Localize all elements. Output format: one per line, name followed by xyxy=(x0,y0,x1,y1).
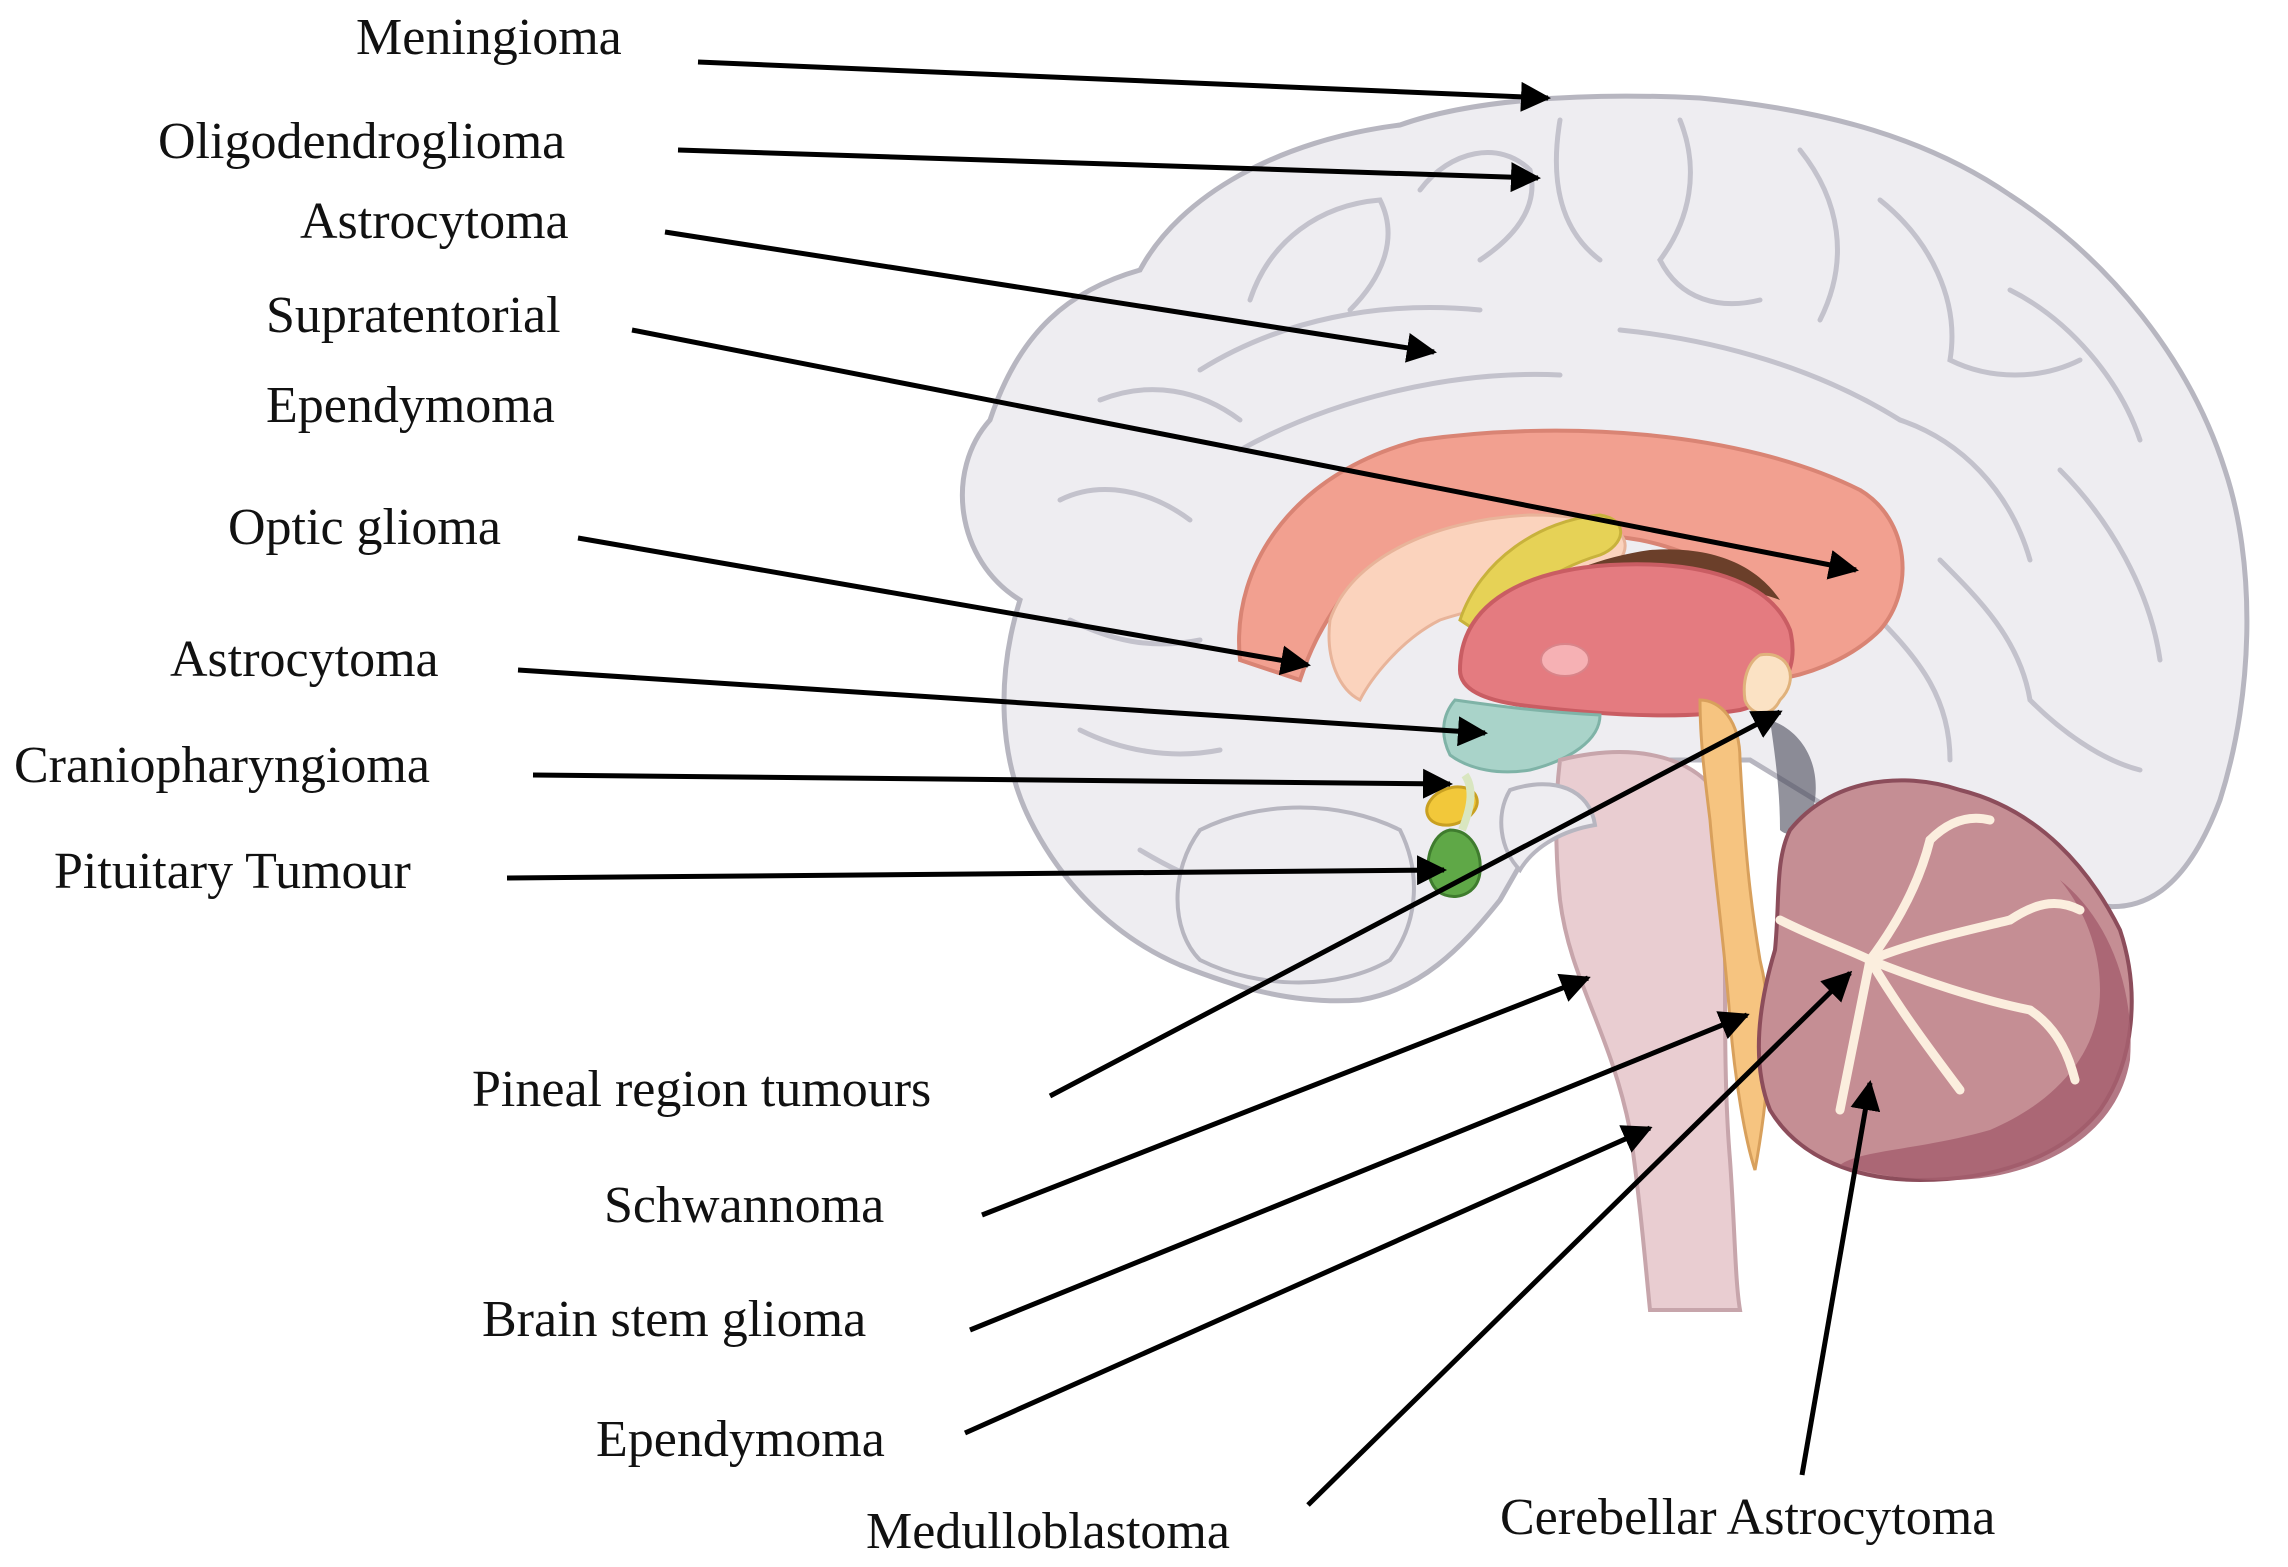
aqueduct xyxy=(1770,720,1816,834)
temporal-lobe xyxy=(1175,805,1416,985)
arrow-ependymoma xyxy=(963,1125,1653,1436)
pituitary-stalk xyxy=(1458,772,1475,832)
arrow-pineal-region-tumours xyxy=(1048,709,1783,1099)
fourth-ventricle xyxy=(1698,698,1771,1171)
label-ependymoma-supra: Ependymoma xyxy=(266,377,555,434)
label-astrocytoma-hypothalamic: Astrocytoma xyxy=(170,631,439,688)
label-ependymoma: Ependymoma xyxy=(596,1411,885,1468)
pituitary-gland xyxy=(1426,828,1482,898)
label-schwannoma: Schwannoma xyxy=(604,1177,885,1234)
label-oligodendroglioma: Oligodendroglioma xyxy=(158,113,566,170)
arrow-cerebellar-astrocytoma xyxy=(1799,1080,1881,1476)
arrow-optic-glioma xyxy=(577,535,1311,676)
arrow-supratentorial-ependymoma xyxy=(631,327,1859,580)
label-pituitary-tumour: Pituitary Tumour xyxy=(54,843,411,900)
arrow-meningioma xyxy=(697,59,1551,112)
label-brain-stem-glioma: Brain stem glioma xyxy=(482,1291,867,1348)
brain-illustration xyxy=(960,93,2250,1312)
cerebellum-outer-folia xyxy=(1840,880,2131,1181)
arrow-astrocytoma-cerebral xyxy=(664,229,1437,363)
arrows xyxy=(506,59,1881,1507)
label-cerebellar-astrocytoma: Cerebellar Astrocytoma xyxy=(1500,1489,1996,1546)
thalamus xyxy=(1457,562,1795,718)
arrow-pituitary-tumour xyxy=(506,855,1447,886)
sulci xyxy=(1057,117,2163,903)
arrow-schwannoma xyxy=(981,973,1591,1218)
arrow-craniopharyngioma xyxy=(532,768,1453,799)
label-astrocytoma-cerebral: Astrocytoma xyxy=(300,193,569,250)
thalamus-highlight xyxy=(1540,643,1590,677)
label-medulloblastoma: Medulloblastoma xyxy=(866,1503,1230,1560)
arrow-brain-stem-glioma xyxy=(969,1011,1750,1333)
label-meningioma: Meningioma xyxy=(356,9,622,66)
label-supratentorial: Supratentorial xyxy=(266,287,561,344)
arrow-astrocytoma-hypothalamic xyxy=(517,667,1488,747)
arrow-oligodendroglioma xyxy=(677,147,1541,193)
arbor-vitae xyxy=(1775,813,2085,1115)
label-pineal-region-tumours: Pineal region tumours xyxy=(472,1061,932,1118)
label-optic-glioma: Optic glioma xyxy=(228,499,501,556)
arrow-medulloblastoma xyxy=(1306,970,1853,1507)
label-craniopharyngioma: Craniopharyngioma xyxy=(14,737,430,794)
